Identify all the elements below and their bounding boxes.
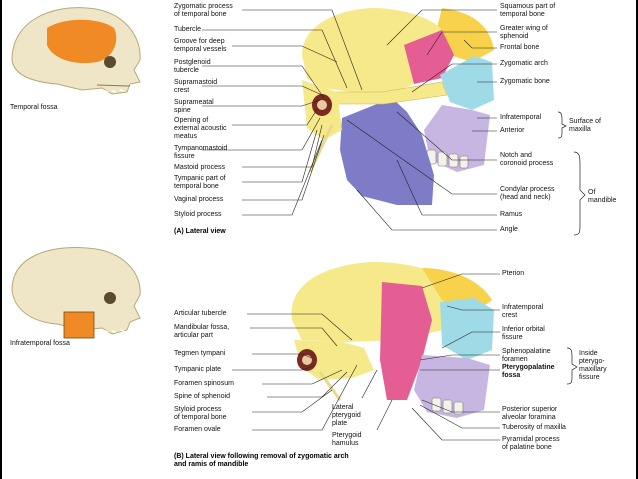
label-styloid-process-temporal: Styloid process of temporal bone [174,406,227,421]
label-posterior-superior-alveolar: Posterior superior alveolar foramina [502,406,558,421]
thumb-caption-temporal-fossa: Temporal fossa [10,104,58,111]
infratemporal-fossa-highlight [63,311,95,339]
label-postglenoid-tubercle: Postglenoid tubercle [174,59,211,74]
label-anterior-surface: Anterior [500,127,525,134]
caption-lateral-view-removed: (B) Lateral view following removal of zy… [174,453,349,468]
leader-lines-b-left [232,313,393,431]
label-external-acoustic-meatus: Opening of external acoustic meatus [174,117,227,140]
label-greater-wing-sphenoid: Greater wing of sphenoid [500,25,548,40]
bracket-pterygomaxillary [566,347,578,385]
label-zygomatic-bone: Zygomatic bone [500,78,550,85]
label-zygomatic-process-temporal: Zygomatic process of temporal bone [174,3,233,18]
label-supramastoid-crest: Supramastoid crest [174,79,218,94]
label-notch-coronoid: Notch and coronoid process [500,152,554,167]
label-infratemporal-crest: Infratemporal crest [502,304,544,319]
leader-lines-a-right [346,9,497,231]
label-lateral-pterygoid-plate: Lateral pterygoid plate [332,404,361,427]
leader-lines-b-right [411,273,500,441]
label-tubercle: Tubercle [174,26,201,33]
label-frontal-bone: Frontal bone [500,44,540,51]
thumb-caption-infratemporal-fossa: Infratemporal fossa [10,340,70,347]
label-pterion: Pterion [502,270,525,277]
label-foramen-spinosum: Foramen spinosum [174,380,234,387]
label-infratemporal-surface: Infratemporal [500,114,542,121]
bracket-mandible [573,151,586,236]
label-pterygopalatine-fossa: Pterygopalatine fossa [502,364,555,379]
panel-lateral-view: Temporal fossa Zygomatic process of temp… [2,0,636,240]
label-vaginal-process: Vaginal process [174,196,224,203]
label-pyramidal-process: Pyramidal process of palatine bone [502,436,560,451]
thumb-skull-b [11,247,141,339]
main-skull-a [302,8,494,205]
label-spine-of-sphenoid: Spine of sphenoid [174,393,231,400]
label-tympanic-part: Tympanic part of temporal bone [174,175,226,190]
label-zygomatic-arch: Zygomatic arch [500,60,548,67]
label-condylar-process: Condylar process (head and neck) [500,186,555,201]
label-foramen-ovale: Foramen ovale [174,426,221,433]
label-of-mandible: Of mandible [588,189,617,204]
label-tympanomastoid-fissure: Tympanomastoid fissure [174,145,228,160]
label-ramus: Ramus [500,211,523,218]
label-tympanic-plate: Tympanic plate [174,366,222,373]
panel-a-drawing [11,7,586,236]
caption-lateral-view: (A) Lateral view [174,228,226,235]
label-groove-temporal-vessels: Groove for deep temporal vessels [174,38,227,53]
label-suprameatal-spine: Suprameatal spine [174,99,214,114]
label-inferior-orbital-fissure: Inferior orbital fissure [502,326,545,341]
label-tuberosity-maxilla: Tuberosity of maxilla [502,424,566,431]
main-skull-b [291,262,494,418]
label-surface-of-maxilla: Surface of maxilla [569,118,601,133]
panel-b-drawing [11,247,578,441]
label-squamous-temporal: Squamous part of temporal bone [500,3,556,18]
label-articular-tubercle: Articular tubercle [174,310,227,317]
thumb-skull-a [11,7,141,95]
label-pterygoid-hamulus: Pterygoid hamulus [332,432,362,447]
label-mastoid-process: Mastoid process [174,164,225,171]
label-inside-pterygomaxillary: Inside pterygo- maxillary fissure [579,350,607,381]
leader-lines-a-left [202,9,363,216]
label-styloid-process: Styloid process [174,211,222,218]
panel-lateral-view-removed: Infratemporal fossa Articular tubercle M… [2,240,636,479]
temporal-fossa-highlight [47,19,117,64]
label-sphenopalatine-foramen: Sphenopalatine foramen [502,348,551,363]
label-tegmen-tympani: Tegmen tympani [174,350,226,357]
label-mandibular-fossa: Mandibular fossa, articular part [174,324,230,339]
bracket-maxilla [557,111,567,139]
label-angle: Angle [500,226,518,233]
